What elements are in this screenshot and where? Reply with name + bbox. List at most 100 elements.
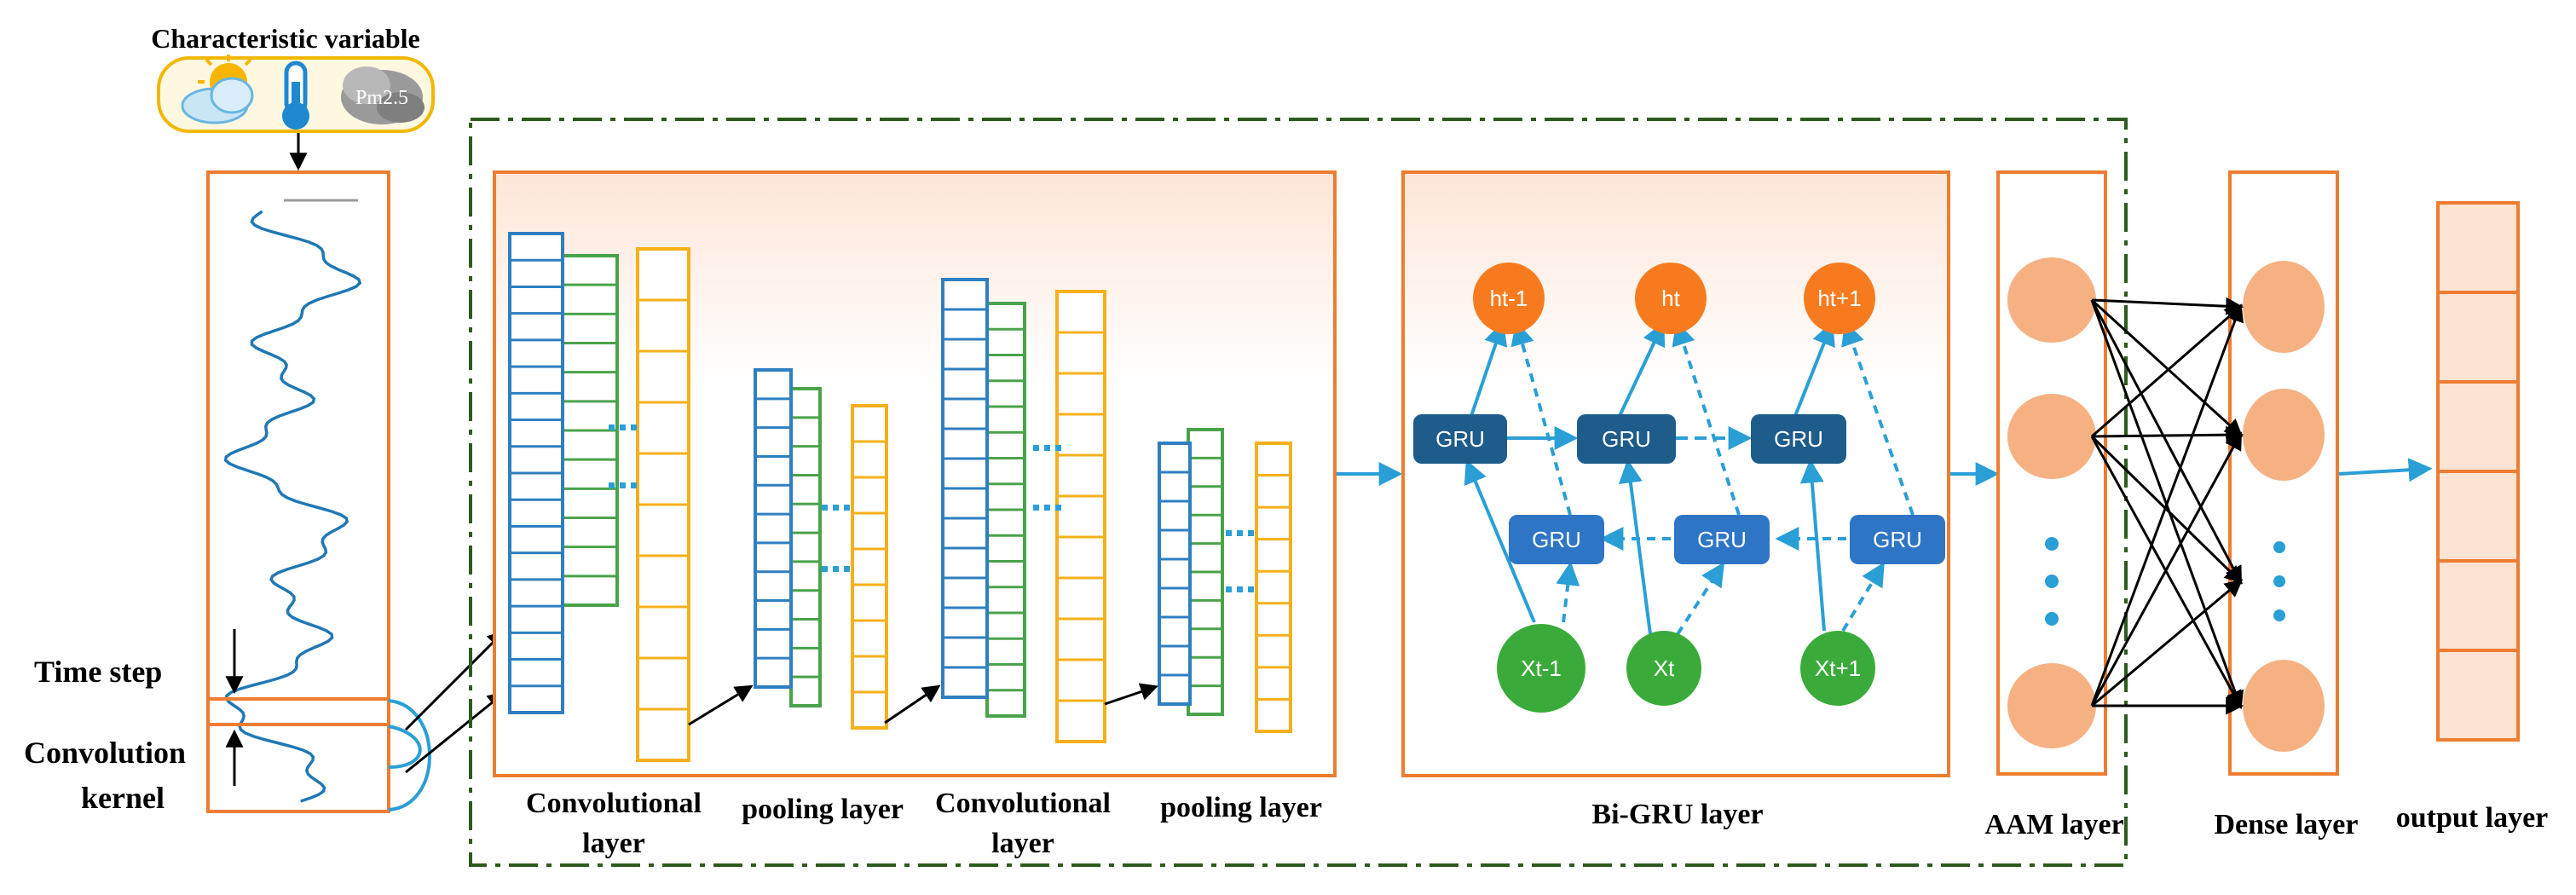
aam-ellipsis <box>2045 537 2059 626</box>
bigru-layer-label: Bi-GRU layer <box>1591 799 1763 830</box>
dense-neuron-3 <box>2243 660 2325 752</box>
x3-to-bgru <box>1841 562 1885 632</box>
connection-2 <box>2090 299 2242 585</box>
pm25-smog-icon: Pm2.5 <box>341 66 425 124</box>
pm25-text: Pm2.5 <box>355 87 408 109</box>
pool2-green-column <box>1187 428 1224 716</box>
stage-arrow-2 <box>884 684 941 725</box>
conv2-yellow-column <box>1055 290 1106 743</box>
hidden-node-2: ht <box>1635 263 1707 334</box>
conv1-dots-2 <box>609 482 637 488</box>
backward-gru-1: GRU <box>1509 515 1604 564</box>
stage-arrow-1 <box>688 684 754 726</box>
svg-text:Xt-1: Xt-1 <box>1521 655 1562 681</box>
characteristic-variable-label: Characteristic variable <box>151 23 419 54</box>
conv-layer-2-label-line1: Convolutional <box>935 788 1111 819</box>
convolution-kernel-label-line1: Convolution <box>24 736 186 770</box>
time-series-panel <box>206 170 390 813</box>
convolution-kernel-label-line2: kernel <box>81 781 165 815</box>
dense-to-output-arrow <box>2338 458 2433 482</box>
fgru-to-h1 <box>1470 320 1508 417</box>
forward-gru-2: GRU <box>1577 414 1676 464</box>
model-frame <box>469 118 2128 867</box>
connection-4 <box>2091 304 2244 438</box>
forward-gru-1: GRU <box>1413 414 1507 464</box>
conv1-green-column <box>561 254 619 607</box>
convolution-kernel-brace-inner <box>388 725 422 769</box>
forward-gru-3: GRU <box>1751 414 1846 464</box>
weather-cloud-sun-icon <box>181 55 254 124</box>
pool1-green-column <box>789 387 822 707</box>
backward-gru-2: GRU <box>1674 515 1770 564</box>
time-series-line <box>223 210 362 803</box>
conv1-dots-1 <box>609 424 637 430</box>
x1-to-bgru <box>1556 561 1580 623</box>
conv2-blue-column <box>941 278 989 699</box>
hidden-node-1: ht-1 <box>1473 263 1545 334</box>
dense-neuron-1 <box>2243 261 2325 353</box>
pool2-dots-2 <box>1226 586 1254 592</box>
svg-text:GRU: GRU <box>1873 527 1922 552</box>
aam-layer-label: AAM layer <box>1984 809 2123 840</box>
pool2-blue-column <box>1158 442 1192 706</box>
aam-neuron-1 <box>2007 257 2096 343</box>
conv1-yellow-column <box>636 247 690 762</box>
svg-text:Xt: Xt <box>1654 655 1675 681</box>
convolution-kernel-brace <box>388 699 431 811</box>
svg-text:GRU: GRU <box>1774 426 1823 452</box>
svg-text:ht-1: ht-1 <box>1490 286 1528 311</box>
svg-text:ht: ht <box>1661 286 1680 311</box>
svg-text:ht+1: ht+1 <box>1817 286 1861 311</box>
conv2-green-column <box>985 302 1026 718</box>
svg-text:GRU: GRU <box>1435 426 1485 452</box>
connection-0 <box>2091 297 2244 315</box>
connection-8 <box>2090 303 2244 707</box>
dense-layer-label: Dense layer <box>2214 809 2358 840</box>
fgru-to-h2 <box>1618 320 1666 417</box>
x2-to-bgru <box>1676 562 1725 636</box>
output-layer-column <box>2436 201 2520 742</box>
x3-to-fgru <box>1799 459 1826 632</box>
conv-layer-1-label-line2: layer <box>582 828 645 859</box>
kernel-arrow-2 <box>405 691 506 774</box>
pool1-dots-2 <box>822 566 850 572</box>
pooling-layer-2-label: pooling layer <box>1160 792 1322 823</box>
cnn-columns <box>508 232 1292 762</box>
input-node-2: Xt <box>1626 631 1701 706</box>
pool2-dots-1 <box>1226 530 1254 536</box>
pool2-yellow-column <box>1255 442 1292 733</box>
bgru-to-h2 <box>1672 320 1741 516</box>
connection-5 <box>2091 425 2244 444</box>
thermometer-icon <box>282 61 309 130</box>
output-layer-label: output layer <box>2396 802 2549 834</box>
connection-10 <box>2091 579 2244 707</box>
input-node-3: Xt+1 <box>1800 631 1875 706</box>
x2-to-fgru <box>1619 459 1652 635</box>
svg-text:GRU: GRU <box>1532 527 1581 552</box>
pool1-blue-column <box>754 368 793 689</box>
conv1-blue-column <box>508 232 564 714</box>
stage-arrow-3 <box>1104 683 1158 706</box>
dense-neuron-2 <box>2243 389 2325 481</box>
conv-layer-2-label-line2: layer <box>991 828 1054 859</box>
aam-neuron-3 <box>2007 663 2096 748</box>
bgru-to-h1 <box>1510 320 1572 516</box>
conv2-dots-2 <box>1033 505 1061 511</box>
dense-ellipsis <box>2273 541 2285 621</box>
conv-layer-1-label-line1: Convolutional <box>526 788 702 819</box>
pool1-yellow-column <box>851 404 888 730</box>
conv2-dots-1 <box>1033 445 1061 451</box>
pool1-dots-1 <box>822 505 850 511</box>
aam-neuron-2 <box>2007 394 2096 479</box>
time-step-label: Time step <box>34 655 162 689</box>
svg-text:Xt+1: Xt+1 <box>1815 655 1861 681</box>
bgru-to-h3 <box>1841 320 1915 516</box>
svg-text:GRU: GRU <box>1602 426 1651 452</box>
connection-9 <box>2090 431 2243 707</box>
aam-dense-connections <box>2090 297 2244 715</box>
pooling-layer-1-label: pooling layer <box>742 794 904 825</box>
input-node-1: Xt-1 <box>1497 624 1585 713</box>
svg-text:GRU: GRU <box>1697 527 1747 552</box>
hidden-node-3: ht+1 <box>1804 263 1875 334</box>
